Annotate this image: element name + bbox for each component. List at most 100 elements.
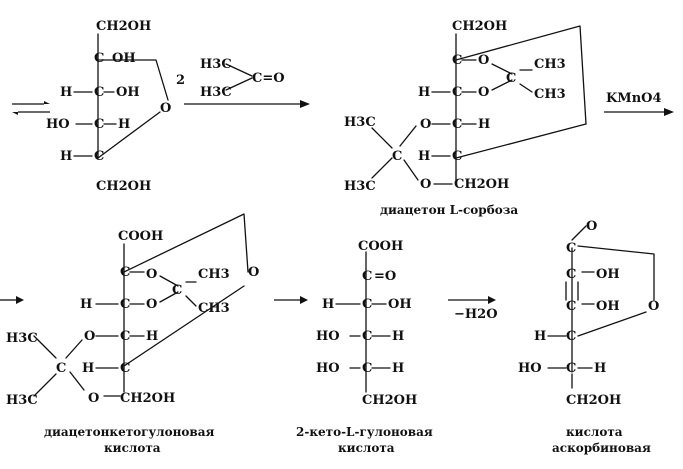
- kg-c3-h: H: [322, 297, 334, 312]
- kg-c2-o: =O: [374, 269, 396, 284]
- kg-c5: C: [362, 361, 372, 376]
- asc-c5-ho: HO: [518, 361, 542, 376]
- ds-ch2oh: CH2OH: [452, 19, 507, 34]
- asc-carbonyl-o: O: [586, 219, 597, 234]
- label-ascorbic-2: аскорбиновая: [552, 441, 651, 455]
- acetone-coefficient: 2: [176, 73, 185, 88]
- dk-c3: C: [120, 297, 130, 312]
- ds-c3-h: H: [418, 85, 430, 100]
- ds-ch3-1: CH3: [534, 57, 566, 72]
- ds-o3: O: [420, 117, 431, 132]
- dk-o4: O: [88, 391, 99, 406]
- dk-c5-h: H: [82, 361, 94, 376]
- dk-ring-o: O: [248, 265, 259, 280]
- kmno4-reagent: KMnO4: [604, 91, 674, 116]
- ds-c3: C: [452, 85, 462, 100]
- label-keto-gulonic-2: кислота: [338, 441, 395, 455]
- label-ascorbic-1: кислота: [566, 425, 623, 439]
- ds-o2: O: [478, 85, 489, 100]
- ds-acetal-c1: C: [506, 71, 516, 86]
- kg-c3-oh: OH: [388, 297, 412, 312]
- dk-c4-h: H: [146, 329, 158, 344]
- asc-c5-h: H: [594, 361, 606, 376]
- label-diacetone-sorbose: диацетон L-сорбоза: [380, 203, 518, 217]
- continuation-arrow: [0, 296, 24, 304]
- asc-c4-h: H: [534, 329, 546, 344]
- dk-o1: O: [146, 267, 157, 282]
- kg-c5-h: H: [392, 361, 404, 376]
- sorbose-c4-h: H: [118, 117, 130, 132]
- ds-o4: O: [420, 177, 431, 192]
- diacetone-sorbose-structure: CH2OH C O O C CH3 CH3 H C O C H H3C C H …: [344, 19, 587, 217]
- dk-acetal-c2: C: [56, 361, 66, 376]
- asc-c5: C: [566, 361, 576, 376]
- asc-c2-oh: OH: [596, 267, 620, 282]
- asc-c3-oh: OH: [596, 299, 620, 314]
- kg-c4-ho: HO: [316, 329, 340, 344]
- asc-c1: C: [566, 241, 576, 256]
- dk-c2: C: [120, 265, 130, 280]
- ds-acetal-c2: C: [392, 149, 402, 164]
- kmno4-label: KMnO4: [606, 91, 662, 106]
- asc-ring-o: O: [648, 299, 659, 314]
- ds-h3c-2: H3C: [344, 179, 376, 194]
- dk-ch3-2: CH3: [198, 301, 230, 316]
- asc-c3: C: [566, 299, 576, 314]
- sorbose-c3-h: H: [60, 85, 72, 100]
- ascorbic-structure: O C C OH C OH H C HO C H CH2OH O кислота…: [518, 219, 659, 455]
- kg-c5-ho: HO: [316, 361, 340, 376]
- dk-ch3-1: CH3: [198, 267, 230, 282]
- sorbose-ch2oh-bottom: CH2OH: [96, 179, 151, 194]
- dk-o3: O: [84, 329, 95, 344]
- sorbose-c5-h: H: [60, 149, 72, 164]
- ds-c5: C: [452, 149, 462, 164]
- sorbose-c2: C: [94, 51, 104, 66]
- ds-c4-h: H: [478, 117, 490, 132]
- label-keto-gulonic-1: 2-кето-L-гулоновая: [296, 425, 433, 439]
- sorbose-c5: C: [94, 149, 104, 164]
- sorbose-c4: C: [94, 117, 104, 132]
- asc-c4: C: [566, 329, 576, 344]
- dehydration-label: −H2O: [454, 307, 498, 322]
- dehydration-arrow: −H2O: [448, 296, 498, 322]
- kg-c3: C: [362, 297, 372, 312]
- dk-c4: C: [120, 329, 130, 344]
- dk-acetal-c1: C: [172, 283, 182, 298]
- dk-c3-h: H: [80, 297, 92, 312]
- acetone-ch3-bottom: H3C: [200, 85, 232, 100]
- kg-c4-h: H: [392, 329, 404, 344]
- kg-c4: C: [362, 329, 372, 344]
- asc-c2: C: [566, 267, 576, 282]
- label-diacetone-ketogulonic-2: кислота: [104, 441, 161, 455]
- dk-h3c-1: H3C: [6, 331, 38, 346]
- sorbose-c3-oh: OH: [116, 85, 140, 100]
- diacetone-ketogulonic-structure: COOH C O O C CH3 CH3 H C O C H H3C C H C…: [6, 213, 259, 455]
- kg-c2: C: [362, 269, 372, 284]
- dk-o2: O: [146, 297, 157, 312]
- dk-h3c-2: H3C: [6, 393, 38, 408]
- ds-o1: O: [478, 53, 489, 68]
- acetone-reagent: 2 H3C H3C C=O: [176, 57, 310, 108]
- sorbose-ch2oh-top: CH2OH: [96, 19, 151, 34]
- hydrolysis-arrow: [274, 296, 308, 304]
- ds-c4: C: [452, 117, 462, 132]
- kg-cooh: COOH: [358, 239, 403, 254]
- ds-h3c-1: H3C: [344, 115, 376, 130]
- sorbose-c2-oh: OH: [112, 51, 136, 66]
- equilibrium-arrows: [12, 101, 50, 115]
- keto-gulonic-structure: COOH C =O H C OH HO C H HO C H CH2OH 2-к…: [296, 239, 433, 455]
- ds-ch2: CH2OH: [454, 177, 509, 192]
- dk-c5: C: [120, 361, 130, 376]
- label-diacetone-ketogulonic-1: диацетонкетогулоновая: [44, 425, 215, 439]
- kg-ch2oh: CH2OH: [362, 393, 417, 408]
- sorbose-ring-o: O: [160, 101, 171, 116]
- ds-c5-h: H: [418, 149, 430, 164]
- sorbose-c3: C: [94, 85, 104, 100]
- sorbose-c4-ho: HO: [46, 117, 70, 132]
- dk-ch2: CH2OH: [120, 391, 175, 406]
- dk-cooh: COOH: [118, 229, 163, 244]
- asc-ch2oh: CH2OH: [566, 393, 621, 408]
- sorbose-structure: CH2OH C OH H C OH HO C H H C O CH2OH: [46, 19, 171, 194]
